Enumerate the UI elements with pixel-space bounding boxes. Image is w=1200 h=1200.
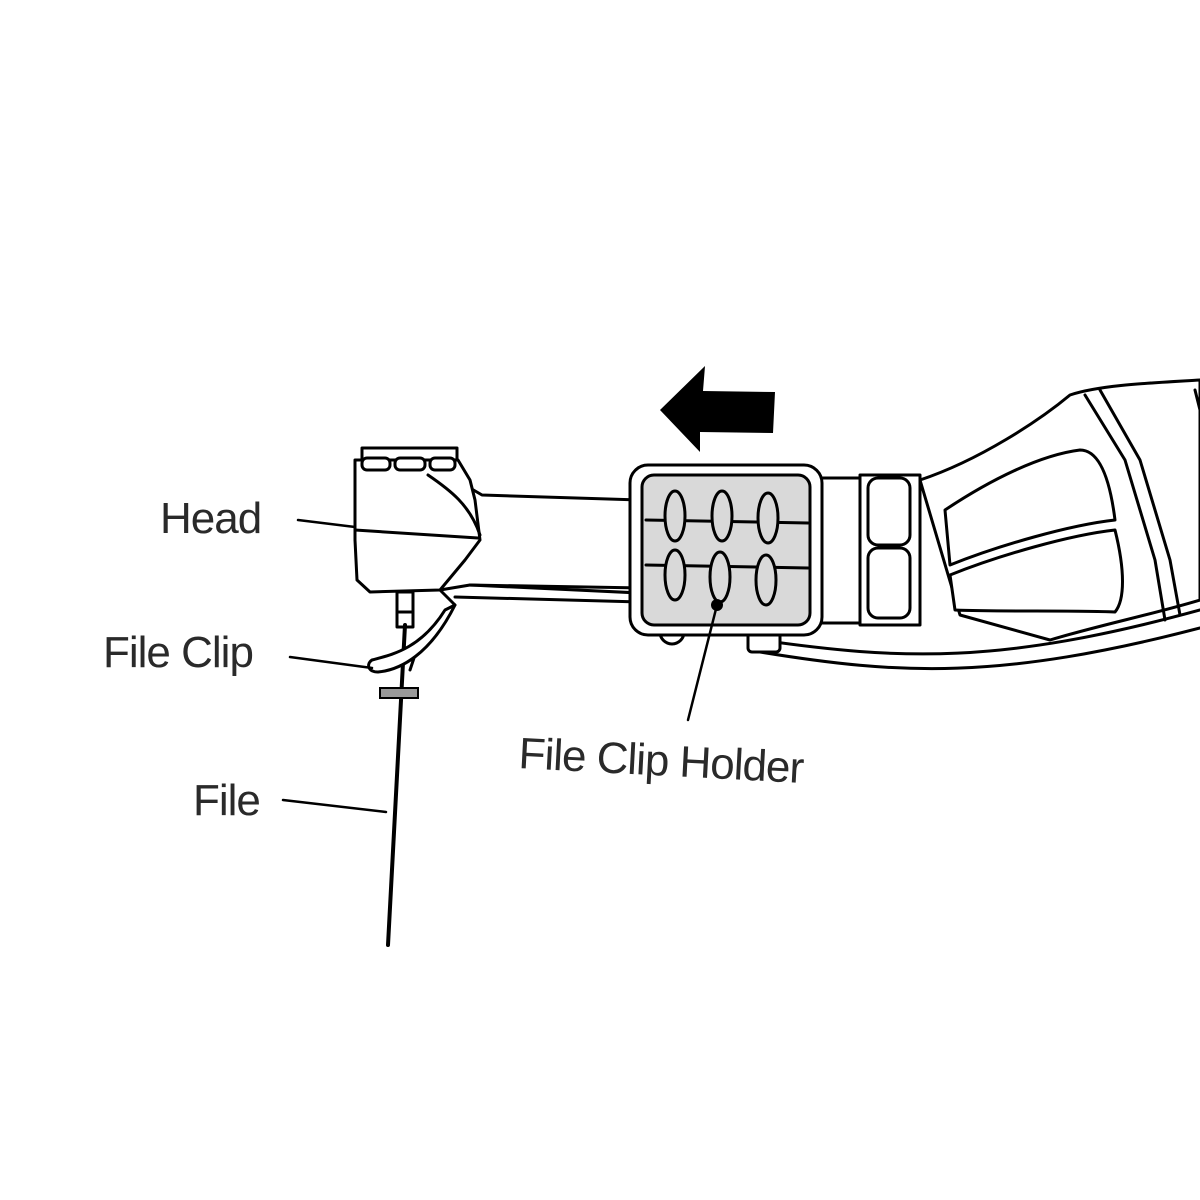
direction-arrow-left-icon [660, 366, 775, 452]
file [379, 623, 419, 947]
label-file-clip-holder: File Clip Holder [517, 729, 804, 793]
cord [758, 608, 1200, 671]
head-body [353, 446, 482, 629]
label-file-clip: File Clip [103, 628, 253, 677]
holder-clip-slots [663, 489, 780, 607]
motor-body [918, 378, 1200, 642]
label-file: File [193, 776, 260, 825]
collar [816, 473, 922, 627]
file-stopper [379, 687, 419, 699]
label-head: Head [160, 494, 261, 543]
file-clip [367, 603, 457, 674]
leader-lines [281, 518, 719, 814]
file-clip-holder [628, 463, 824, 654]
